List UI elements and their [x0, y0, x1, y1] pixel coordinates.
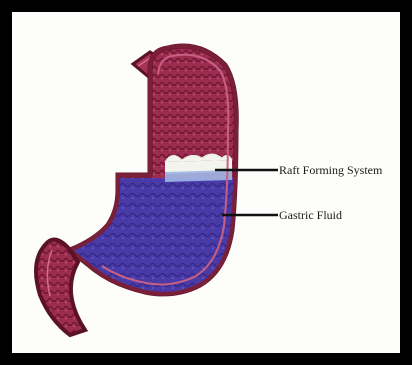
raft-label: Raft Forming System: [279, 163, 383, 177]
gastric-fluid-label: Gastric Fluid: [279, 208, 342, 222]
raft-layer: [165, 154, 232, 182]
